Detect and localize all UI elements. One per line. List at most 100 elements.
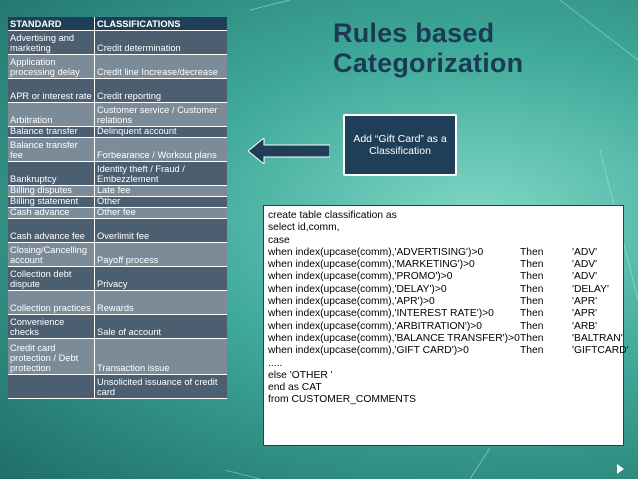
code-text: when index(upcase(comm),'GIFT CARD')>0 — [268, 345, 469, 357]
code-value: 'DELAY' — [572, 283, 609, 295]
code-then: Then — [520, 296, 544, 308]
standard-cell: STANDARD — [8, 17, 95, 30]
classification-cell: Other — [97, 197, 121, 206]
code-line: from CUSTOMER_COMMENTS — [268, 394, 619, 406]
classification-cell: Customer service / Customer relations — [97, 105, 218, 125]
code-value: 'ADV' — [572, 271, 598, 283]
classification-cell: Identity theft / Fraud / Embezzlement — [97, 164, 185, 184]
code-text: when index(upcase(comm),'BALANCE TRANSFE… — [268, 332, 520, 344]
classification-cell: Sale of account — [97, 327, 162, 337]
left-arrow-icon — [248, 138, 330, 164]
standard-cell: Advertising and marketing — [8, 31, 95, 54]
code-value: 'ARB' — [572, 320, 598, 332]
table-row: Unsolicited issuance of credit card — [8, 375, 227, 399]
code-text: else 'OTHER ' — [268, 369, 333, 381]
code-line: when index(upcase(comm),'ARBITRATION')>0… — [268, 321, 619, 333]
code-then: Then — [520, 308, 544, 320]
code-line: when index(upcase(comm),'INTEREST RATE')… — [268, 308, 619, 320]
standard-cell: Collection practices — [8, 291, 95, 314]
code-line: when index(upcase(comm),'DELAY')>0 Then 'D… — [268, 284, 619, 296]
standard-cell: Credit card protection / Debt protection — [8, 339, 95, 374]
code-text: when index(upcase(comm),'MARKETING')>0 — [268, 259, 475, 271]
classification-cell: Overlimit fee — [97, 231, 150, 241]
code-then: Then — [520, 283, 544, 295]
code-line: when index(upcase(comm),'BALANCE TRANSFE… — [268, 332, 623, 345]
code-text: case — [268, 234, 290, 246]
slide-title: Rules based Categorization — [333, 18, 523, 78]
classification-cell: CLASSIFICATIONS — [97, 18, 181, 29]
classification-cell: Transaction issue — [97, 363, 170, 373]
table-row: Credit card protection / Debt protection… — [8, 339, 227, 375]
standard-cell: APR or interest rate — [8, 79, 95, 102]
code-line: select id,comm, — [268, 222, 619, 234]
code-line: else 'OTHER ' — [268, 370, 619, 382]
title-line-2: Categorization — [333, 48, 524, 78]
classification-cell: Payoff process — [97, 255, 159, 265]
standard-cell: Application processing delay — [8, 55, 95, 78]
classification-cell: Rewards — [97, 303, 134, 313]
next-slide-icon[interactable] — [617, 464, 624, 474]
code-then: Then — [520, 345, 544, 357]
code-value: 'BALTRAN' — [572, 332, 623, 344]
standard-cell: Billing disputes — [8, 186, 95, 196]
code-line: when index(upcase(comm),'APR')>0 Then 'APR… — [268, 296, 619, 308]
standard-cell: Billing statement — [8, 197, 95, 207]
standard-cell: Bankruptcy — [8, 162, 95, 185]
code-then: Then — [520, 332, 544, 344]
classification-cell: Credit determination — [97, 43, 181, 53]
classification-cell: Delinquent account — [97, 127, 177, 136]
code-text: select id,comm, — [268, 222, 340, 234]
note-text: Add “Gift Card” as a Classification — [353, 133, 447, 157]
standard-cell: Closing/Cancelling account — [8, 243, 95, 266]
code-value: 'APR' — [572, 308, 598, 320]
code-text: when index(upcase(comm),'ARBITRATION')>0 — [268, 320, 483, 332]
code-text: when index(upcase(comm),'APR')>0 — [268, 296, 435, 308]
classification-cell: Privacy — [97, 279, 128, 289]
code-text: ..... — [268, 357, 283, 369]
standard-cell: Arbitration — [8, 103, 95, 126]
code-text: when index(upcase(comm),'INTEREST RATE')… — [268, 308, 494, 320]
standard-cell: Cash advance — [8, 208, 95, 218]
title-line-1: Rules based — [333, 18, 495, 48]
code-text: end as CAT — [268, 382, 322, 394]
classification-cell: Unsolicited issuance of credit card — [97, 377, 218, 397]
standard-cell: Collection debt dispute — [8, 267, 95, 290]
code-value: 'APR' — [572, 296, 598, 308]
code-line: case — [268, 235, 619, 247]
code-text: from CUSTOMER_COMMENTS — [268, 394, 416, 406]
code-line: ..... — [268, 358, 619, 370]
standard-cell: Convenience checks — [8, 315, 95, 338]
classification-cell: Other fee — [97, 208, 136, 217]
classification-cell: Forbearance / Workout plans — [97, 150, 217, 160]
code-text: when index(upcase(comm),'ADVERTISING')>0 — [268, 246, 484, 258]
classification-cell: Credit reporting — [97, 91, 162, 101]
standard-cell: Cash advance fee — [8, 219, 95, 242]
standard-cell: Balance transfer fee — [8, 138, 95, 161]
code-then: Then — [520, 320, 544, 332]
code-value: 'ADV' — [572, 246, 598, 258]
code-value: 'ADV' — [572, 259, 598, 271]
classification-cell: Credit line Increase/decrease — [97, 67, 218, 77]
standard-cell — [8, 375, 95, 398]
code-line: when index(upcase(comm),'ADVERTISING')>0… — [268, 247, 619, 259]
code-then: Then — [520, 271, 544, 283]
code-line: end as CAT — [268, 382, 619, 394]
code-text: when index(upcase(comm),'DELAY')>0 — [268, 283, 447, 295]
classification-cell: Late fee — [97, 186, 131, 195]
code-line: create table classification as — [268, 210, 619, 222]
code-line: when index(upcase(comm),'GIFT CARD')>0 Th… — [268, 345, 629, 357]
